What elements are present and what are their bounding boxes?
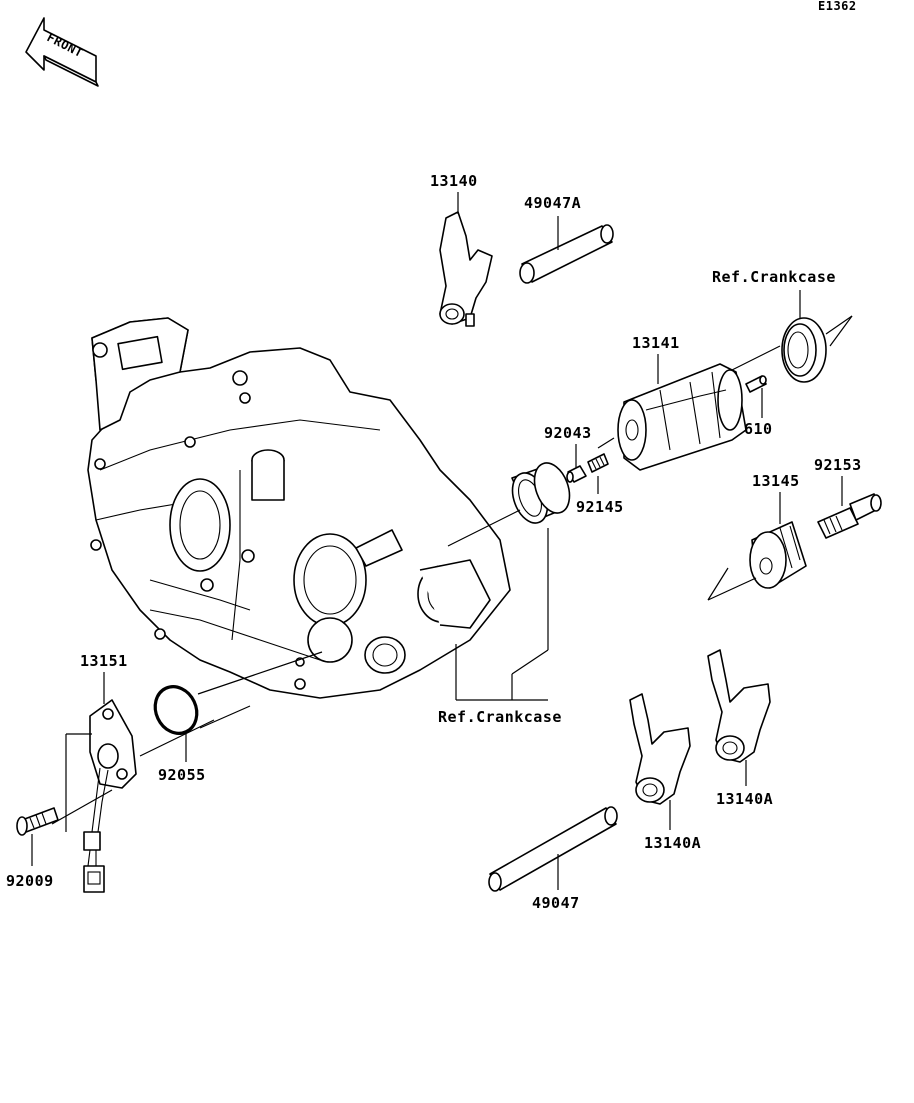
spring-92145	[587, 453, 609, 473]
label-13140: 13140	[430, 172, 478, 190]
neutral-switch-13151	[83, 699, 137, 893]
shift-rod-49047	[488, 806, 618, 892]
bolt-92153	[817, 493, 882, 539]
label-ref-crankcase-bottom: Ref.Crankcase	[438, 708, 562, 726]
label-92009: 92009	[6, 872, 54, 890]
diagram-id: E1362	[818, 0, 857, 13]
label-92145: 92145	[576, 498, 624, 516]
shift-fork-13140	[439, 211, 493, 327]
o-ring-92055	[153, 685, 199, 735]
front-arrow-icon: FRONT	[25, 17, 99, 87]
label-49047: 49047	[532, 894, 580, 912]
pin-92043	[566, 465, 587, 483]
label-610: 610	[744, 420, 773, 438]
label-92153: 92153	[814, 456, 862, 474]
shift-rod-49047A	[519, 224, 614, 284]
label-ref-crankcase-top: Ref.Crankcase	[712, 268, 836, 286]
shift-fork-13140A-right	[707, 649, 771, 763]
screw-92009	[16, 807, 59, 836]
label-13145: 13145	[752, 472, 800, 490]
pin-610	[745, 375, 767, 393]
label-13141: 13141	[632, 334, 680, 352]
label-92055: 92055	[158, 766, 206, 784]
shift-drum-13141	[617, 363, 747, 471]
label-49047A: 49047A	[524, 194, 581, 212]
label-13140A-left: 13140A	[644, 834, 701, 852]
crankcase	[87, 317, 511, 699]
needle-bearing	[511, 462, 571, 524]
label-13140A-right: 13140A	[716, 790, 773, 808]
bearing	[781, 317, 827, 383]
label-92043: 92043	[544, 424, 592, 442]
shift-cam-13145	[749, 521, 807, 589]
label-13151: 13151	[80, 652, 128, 670]
shift-fork-13140A-left	[629, 693, 691, 805]
